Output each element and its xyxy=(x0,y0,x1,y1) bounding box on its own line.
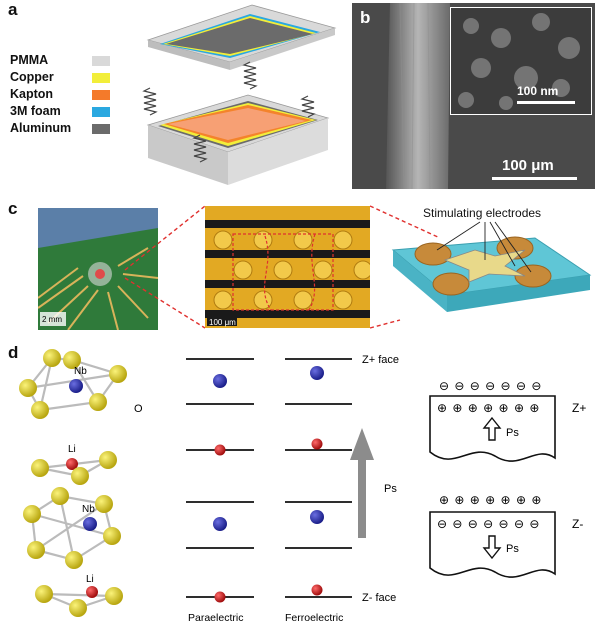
legend-kapton: Kapton xyxy=(10,87,54,101)
panel-d-label: d xyxy=(8,343,19,362)
electrode-array-micrograph: 100 μm xyxy=(205,206,370,328)
teng-device-diagram xyxy=(142,4,337,185)
inset-scale-label: 100 nm xyxy=(517,84,559,98)
zplus-surface-charges: ⊖ ⊖ ⊖ ⊖ ⊖ ⊖ ⊖ xyxy=(439,379,542,393)
micro-scale-label: 100 μm xyxy=(209,318,236,327)
device-photo: 2 mm xyxy=(38,208,158,330)
zminus-surface-charges: ⊕ ⊕ ⊕ ⊕ ⊕ ⊕ ⊕ xyxy=(439,493,542,507)
legend-aluminum: Aluminum xyxy=(10,121,72,135)
ps-arrow-label: Ps xyxy=(384,483,397,495)
zoom-lines xyxy=(124,205,441,329)
sem-inset: 100 nm xyxy=(450,7,592,115)
legend-aluminum-swatch xyxy=(92,124,110,134)
ferroelectric-label: Ferroelectric xyxy=(285,612,343,624)
paraelectric-label: Paraelectric xyxy=(188,612,243,624)
inset-scale-bar xyxy=(517,101,575,104)
zminus-label: Z- xyxy=(572,517,583,531)
legend-copper-swatch xyxy=(92,73,110,83)
li-label-1: Li xyxy=(68,444,76,455)
photo-scale-label: 2 mm xyxy=(42,315,62,324)
legend-3m-foam: 3M foam xyxy=(10,104,61,118)
legend-pmma-swatch xyxy=(92,56,110,66)
legend-copper: Copper xyxy=(10,70,54,84)
electrode-schematic xyxy=(391,221,592,312)
main-scale-bar xyxy=(492,177,577,180)
ps-down-label: Ps xyxy=(506,543,519,555)
panel-a-label: a xyxy=(8,0,18,19)
legend-pmma: PMMA xyxy=(10,53,49,67)
z-plus-face-label: Z+ face xyxy=(362,354,399,366)
zplus-inner-charges: ⊕ ⊕ ⊕ ⊕ ⊕ ⊕ ⊕ xyxy=(437,401,540,415)
zplus-label: Z+ xyxy=(572,401,586,415)
main-scale-label: 100 μm xyxy=(502,157,554,174)
lithium-niobate-diagram: Nb O Li Nb Li Z+ face Z- face Paraelectr… xyxy=(19,349,586,624)
legend-foam-swatch xyxy=(92,107,110,117)
li-label-2: Li xyxy=(86,574,94,585)
o-label: O xyxy=(134,403,143,415)
panel-b-label: b xyxy=(360,8,371,27)
ps-up-label: Ps xyxy=(506,427,519,439)
nb-label-1: Nb xyxy=(74,366,87,377)
sem-image: 100 nm 100 μm xyxy=(352,3,595,189)
nb-label-2: Nb xyxy=(82,504,95,515)
legend-kapton-swatch xyxy=(92,90,110,100)
z-minus-face-label: Z- face xyxy=(362,592,396,604)
stimulating-electrodes-label: Stimulating electrodes xyxy=(423,206,542,220)
panel-c-label: c xyxy=(8,199,18,218)
zminus-inner-charges: ⊖ ⊖ ⊖ ⊖ ⊖ ⊖ ⊖ xyxy=(437,517,540,531)
